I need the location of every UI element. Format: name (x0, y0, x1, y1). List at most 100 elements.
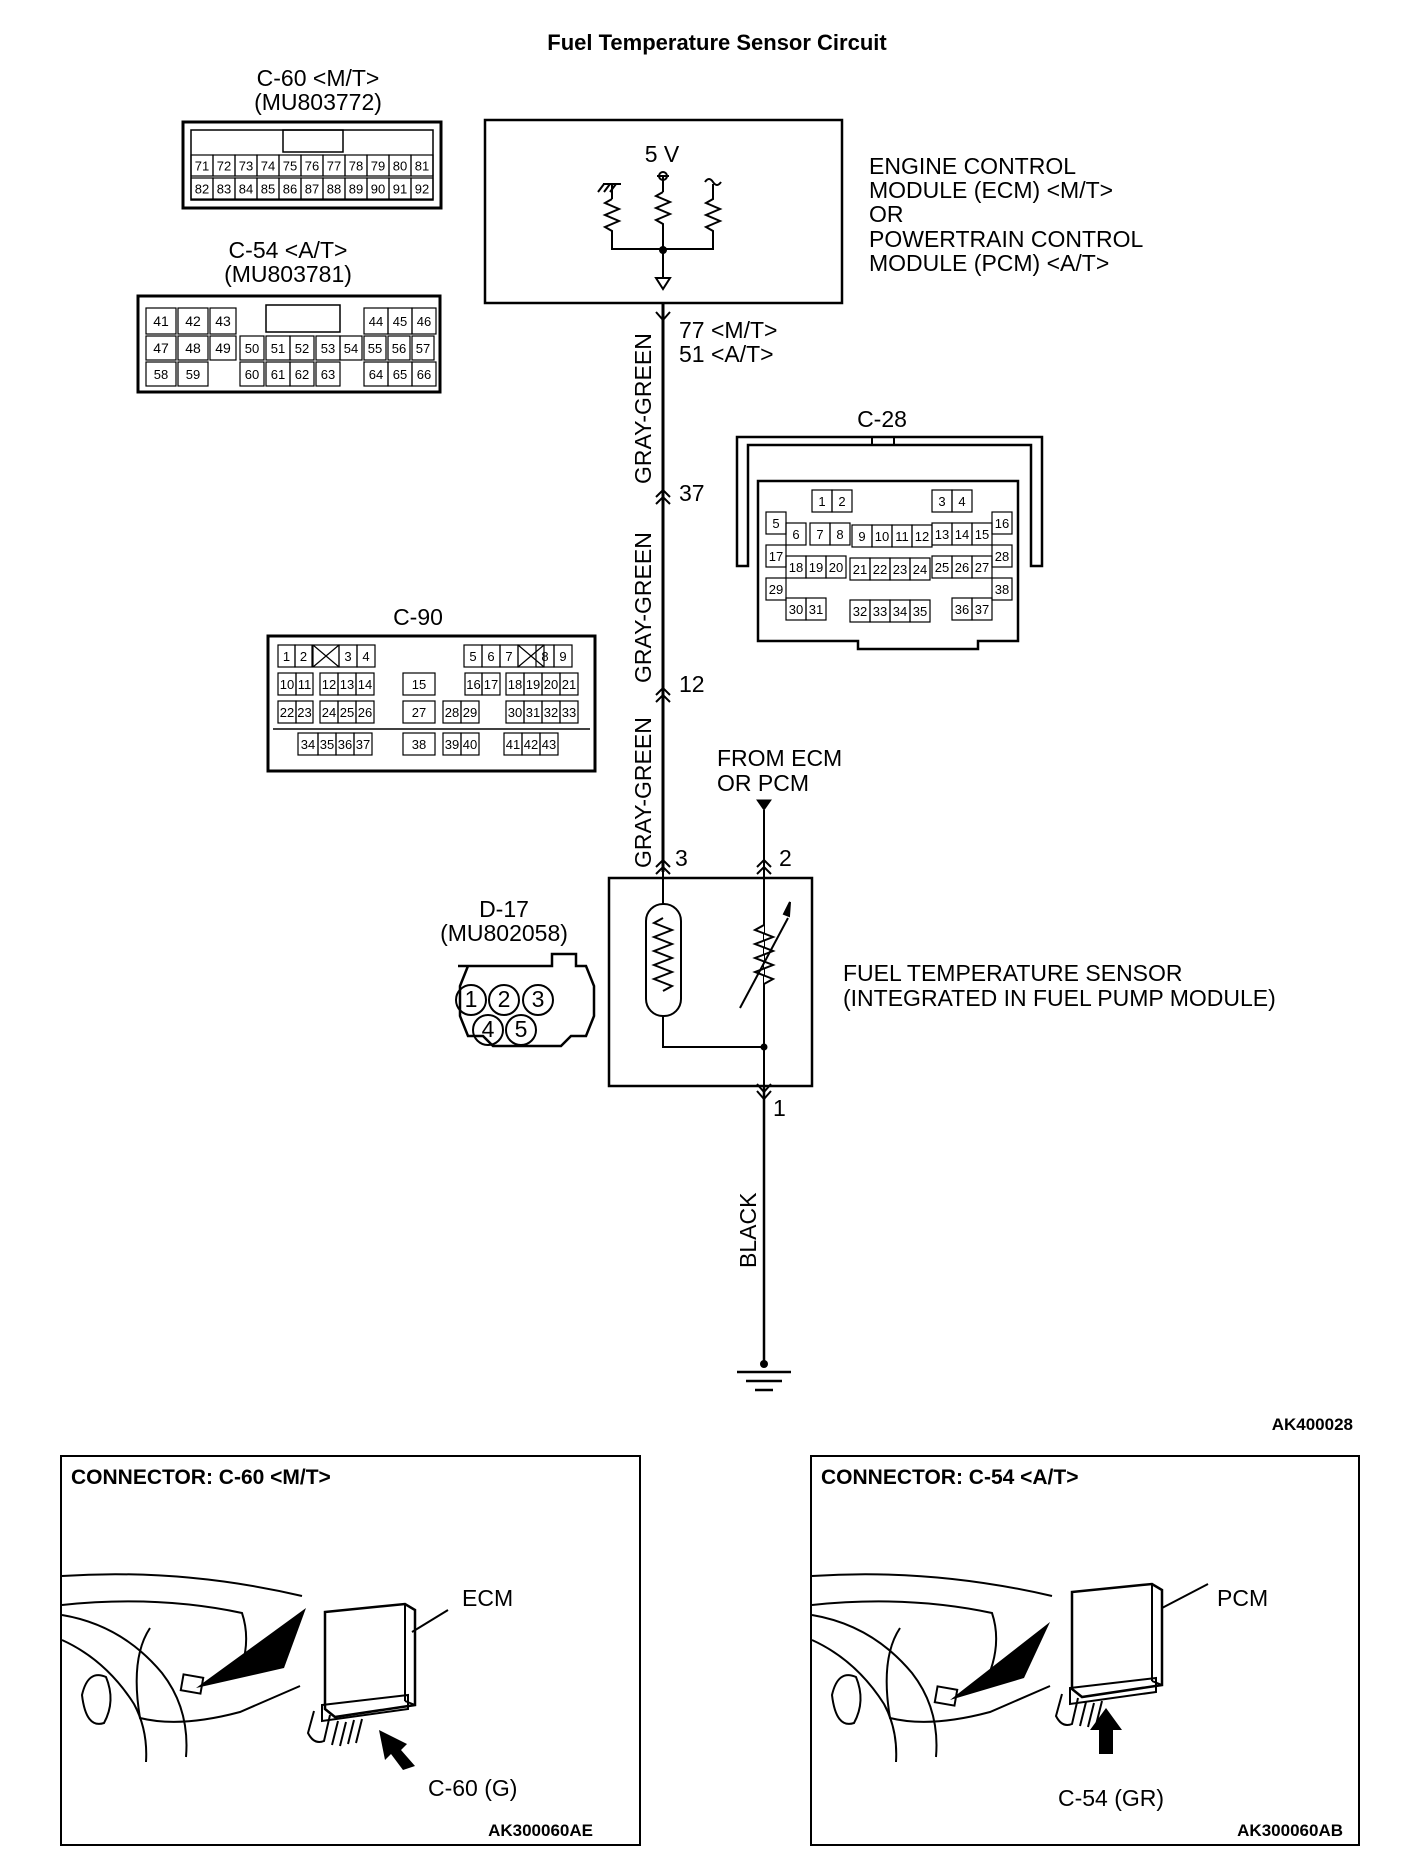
pin-cell (460, 700, 480, 724)
pin-cell (785, 522, 807, 546)
pin-number: 13 (935, 527, 949, 542)
pin-number: 85 (261, 182, 275, 197)
panel-heading-c60: CONNECTOR: C-60 <M/T> (71, 1466, 331, 1489)
sensor-pin-2: 2 (779, 845, 792, 871)
junction-12: 12 (679, 671, 705, 697)
pin-number: 47 (153, 340, 169, 356)
pin-number: 32 (853, 604, 867, 619)
pin-cell (402, 672, 436, 696)
pin-number: 17 (484, 677, 498, 692)
pin-number: 23 (893, 562, 907, 577)
pin-number: 21 (562, 677, 576, 692)
ecm-description: ENGINE CONTROL MODULE (ECM) <M/T> OR POW… (869, 153, 1144, 276)
pin-number: 5 (469, 649, 476, 664)
pin-number: 38 (995, 582, 1009, 597)
pin-number: 28 (995, 549, 1009, 564)
connector-location-panel-c60: CONNECTOR: C-60 <M/T> ECM C-60 (G) AK300… (60, 1455, 641, 1846)
d17-part-number: (MU802058) (440, 920, 568, 946)
pin-number: 54 (344, 341, 358, 356)
pin-cell (145, 307, 177, 335)
pin-number: 42 (185, 313, 201, 329)
pin-number: 12 (915, 529, 929, 544)
pin-number: 16 (466, 677, 480, 692)
pin-cell (410, 154, 434, 177)
pin-number: 4 (362, 649, 369, 664)
pin-number: 27 (975, 560, 989, 575)
pin-number: 48 (185, 340, 201, 356)
pin-number: 5 (772, 516, 779, 531)
pin-number: 10 (875, 529, 889, 544)
from-ecm-label-2: OR PCM (717, 770, 809, 796)
pin-cell (517, 644, 545, 668)
c60-callout-label: C-60 (G) (428, 1775, 517, 1801)
panel-code-left: AK300060AE (488, 1821, 593, 1840)
pin-cell (294, 644, 313, 668)
gray-green-wire: GRAY-GREEN GRAY-GREEN GRAY-GREEN (630, 303, 671, 875)
d17-pin-circle (455, 984, 487, 1016)
pin-cell (559, 672, 579, 696)
pin-number: 18 (508, 677, 522, 692)
pin-number: 80 (393, 159, 407, 174)
pin-cell (177, 335, 209, 361)
d17-pin-number: 5 (515, 1016, 528, 1042)
d17-pin-number: 3 (532, 986, 545, 1012)
diagram-title: Fuel Temperature Sensor Circuit (547, 30, 887, 55)
pin-number: 42 (524, 737, 538, 752)
pin-number: 73 (239, 159, 253, 174)
pin-cell (339, 335, 363, 361)
pin-number: 6 (792, 527, 799, 542)
pin-cell (951, 489, 973, 513)
pin-number: 34 (301, 737, 315, 752)
pin-cell (312, 644, 340, 668)
pin-number: 40 (463, 737, 477, 752)
pin-cell (410, 177, 434, 200)
pin-number: 87 (305, 182, 319, 197)
pin-cell (239, 361, 265, 387)
figure-code: AK400028 (1272, 1415, 1353, 1434)
c54-callout-label: C-54 (GR) (1058, 1785, 1164, 1811)
c60-part-number: (MU803772) (254, 89, 382, 115)
pin-number: 23 (297, 705, 311, 720)
pin-number: 18 (789, 560, 803, 575)
pin-cell (355, 672, 375, 696)
pin-cell (991, 511, 1013, 535)
pin-cell (539, 732, 559, 756)
sensor-name-label: FUEL TEMPERATURE SENSOR (843, 960, 1183, 986)
pin-number: 32 (544, 705, 558, 720)
pin-number: 56 (392, 341, 406, 356)
pin-number: 31 (809, 602, 823, 617)
pin-number: 91 (393, 182, 407, 197)
pin-cell (909, 599, 931, 623)
pin-cell (289, 335, 315, 361)
pin-number: 61 (271, 367, 285, 382)
c90-label: C-90 (393, 604, 443, 630)
pin-cell (825, 555, 847, 579)
pin-number: 79 (371, 159, 385, 174)
pin-number: 35 (913, 604, 927, 619)
pin-cell (971, 597, 993, 621)
d17-pin-number: 2 (498, 986, 511, 1012)
pin-cell (411, 307, 437, 335)
pin-number: 19 (526, 677, 540, 692)
pin-number: 20 (829, 560, 843, 575)
pin-number: 24 (322, 705, 336, 720)
pin-number: 81 (415, 159, 429, 174)
pin-number: 36 (338, 737, 352, 752)
pin-number: 74 (261, 159, 275, 174)
pin-number: 36 (955, 602, 969, 617)
pin-cell (239, 335, 265, 361)
pin-number: 2 (838, 494, 845, 509)
d17-pin-circle (472, 1014, 504, 1046)
supply-voltage-label: 5 V (645, 141, 680, 167)
pin-number: 58 (154, 367, 168, 382)
pin-number: 17 (769, 549, 783, 564)
ecm-module: 5 V (483, 118, 844, 305)
pin-number: 75 (283, 159, 297, 174)
pin-number: 25 (935, 560, 949, 575)
pin-number: 14 (358, 677, 372, 692)
pin-number: 30 (508, 705, 522, 720)
pin-number: 76 (305, 159, 319, 174)
